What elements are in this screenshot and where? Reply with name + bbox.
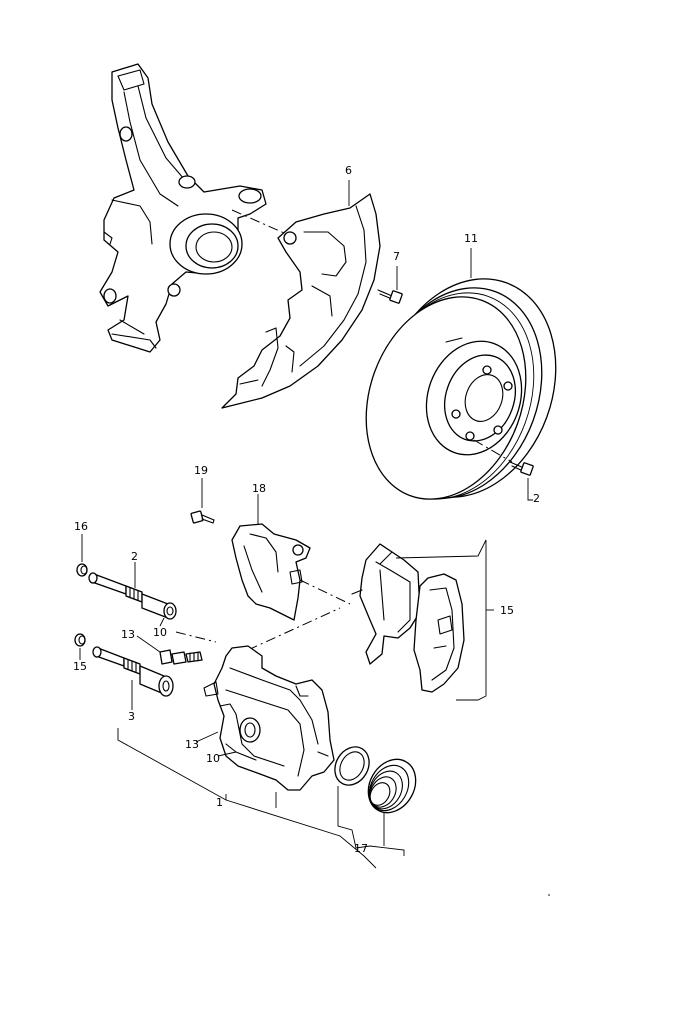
bleed-valve-bolt-19 [190,510,215,524]
leader-2-disc [527,478,533,501]
callout-13-bottom: 13 [185,738,199,751]
callout-15-left: 15 [73,660,87,673]
piston-group-bracket [337,786,405,856]
leader-13-bottom [195,731,219,743]
callout-18: 18 [252,482,266,495]
callout-15-right: 15 [500,604,514,617]
steering-knuckle [99,63,267,353]
bleed-valve-13 [159,649,203,665]
piston-seal-ring [334,746,370,786]
callout-10-top: 10 [153,626,167,639]
callout-10-bottom: 10 [206,752,220,765]
stray-dot [548,894,550,896]
leader-13-top [136,635,161,653]
callout-11: 11 [464,232,478,245]
callout-19: 19 [194,464,208,477]
callout-7: 7 [393,250,400,263]
shield-bolt [377,289,403,304]
callout-1: 1 [216,796,223,809]
leader-10-top [159,617,165,627]
callout-16-top: 16 [74,520,88,533]
caliper-shield-18 [231,523,311,621]
guide-pin-2 [88,572,177,620]
callout-3: 3 [128,710,135,723]
brake-pad-inner [351,543,421,665]
disc-screw-axis [473,439,513,463]
caliper-housing [203,645,335,791]
caliper-pad-axis [247,607,341,651]
shield-pad-axis [299,579,351,605]
callout-17: 17 [354,842,368,855]
guide-pin-3 [92,646,174,697]
leader-10-bottom [217,751,237,757]
splash-shield [221,193,381,409]
callout-2-pin: 2 [131,550,138,563]
piston-boot [367,758,417,814]
dust-cap-16-top [76,563,88,577]
brake-disc [365,278,557,500]
brake-pad-outer [413,573,465,693]
valve-axis [175,631,217,643]
callout-6: 6 [345,164,352,177]
caliper-group-bracket [117,728,377,869]
callout-13-top: 13 [121,628,135,641]
disc-retaining-screw [509,461,534,476]
pad-set-bracket [395,539,487,701]
dust-cap-16-bottom [74,633,86,647]
callout-2-disc: 2 [533,492,540,505]
